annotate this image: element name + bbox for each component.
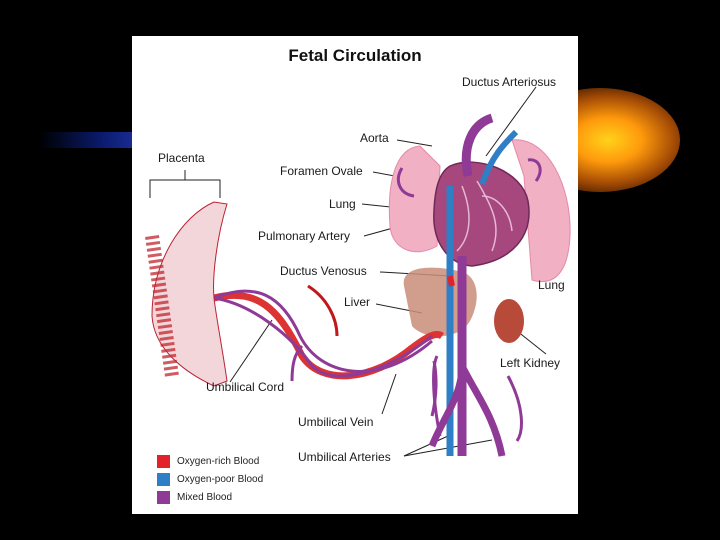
leader-umbilical-vein (382, 374, 396, 414)
label-umbilical-cord: Umbilical Cord (206, 380, 284, 394)
label-pulmonary-artery: Pulmonary Artery (258, 229, 350, 243)
swatch-mixed (157, 491, 170, 504)
leader-umbilical-arteries-1 (404, 436, 448, 456)
label-aorta: Aorta (360, 131, 389, 145)
blue-beam (40, 132, 140, 148)
diagram-panel: Fetal Circulation Ductus Arteriosus Aort… (132, 36, 578, 514)
legend-mixed: Mixed Blood (157, 490, 232, 504)
label-umbilical-arteries: Umbilical Arteries (298, 450, 391, 464)
legend-label-oxygen-poor: Oxygen-poor Blood (177, 474, 263, 485)
label-lung-left: Lung (329, 197, 356, 211)
placenta-bracket (150, 170, 220, 198)
legend-label-oxygen-rich: Oxygen-rich Blood (177, 456, 259, 467)
swatch-oxygen-rich (157, 455, 170, 468)
iliac-right (462, 366, 502, 456)
kidney-shape (494, 299, 524, 343)
label-umbilical-vein: Umbilical Vein (298, 415, 373, 429)
label-left-kidney: Left Kidney (500, 356, 560, 370)
label-liver: Liver (344, 295, 370, 309)
label-foramen-ovale: Foramen Ovale (280, 164, 363, 178)
label-placenta: Placenta (158, 151, 205, 165)
label-ductus-arteriosus: Ductus Arteriosus (462, 75, 556, 89)
leader-aorta (397, 140, 432, 146)
leader-umbilical-cord (230, 320, 272, 382)
label-lung-right: Lung (538, 278, 565, 292)
label-ductus-venosus: Ductus Venosus (280, 264, 367, 278)
left-lung-shape (389, 146, 440, 252)
umbilical-cord-artery-1 (214, 298, 432, 376)
legend-oxygen-poor: Oxygen-poor Blood (157, 472, 263, 486)
legend-label-mixed: Mixed Blood (177, 492, 232, 503)
ductus-venosus-vessel (450, 276, 452, 286)
swatch-oxygen-poor (157, 473, 170, 486)
arrow-iliac-purple (508, 376, 521, 441)
diagram-title: Fetal Circulation (132, 46, 578, 66)
leader-left-kidney (517, 331, 546, 354)
arrow-cord-red (308, 286, 337, 336)
legend-oxygen-rich: Oxygen-rich Blood (157, 454, 259, 468)
